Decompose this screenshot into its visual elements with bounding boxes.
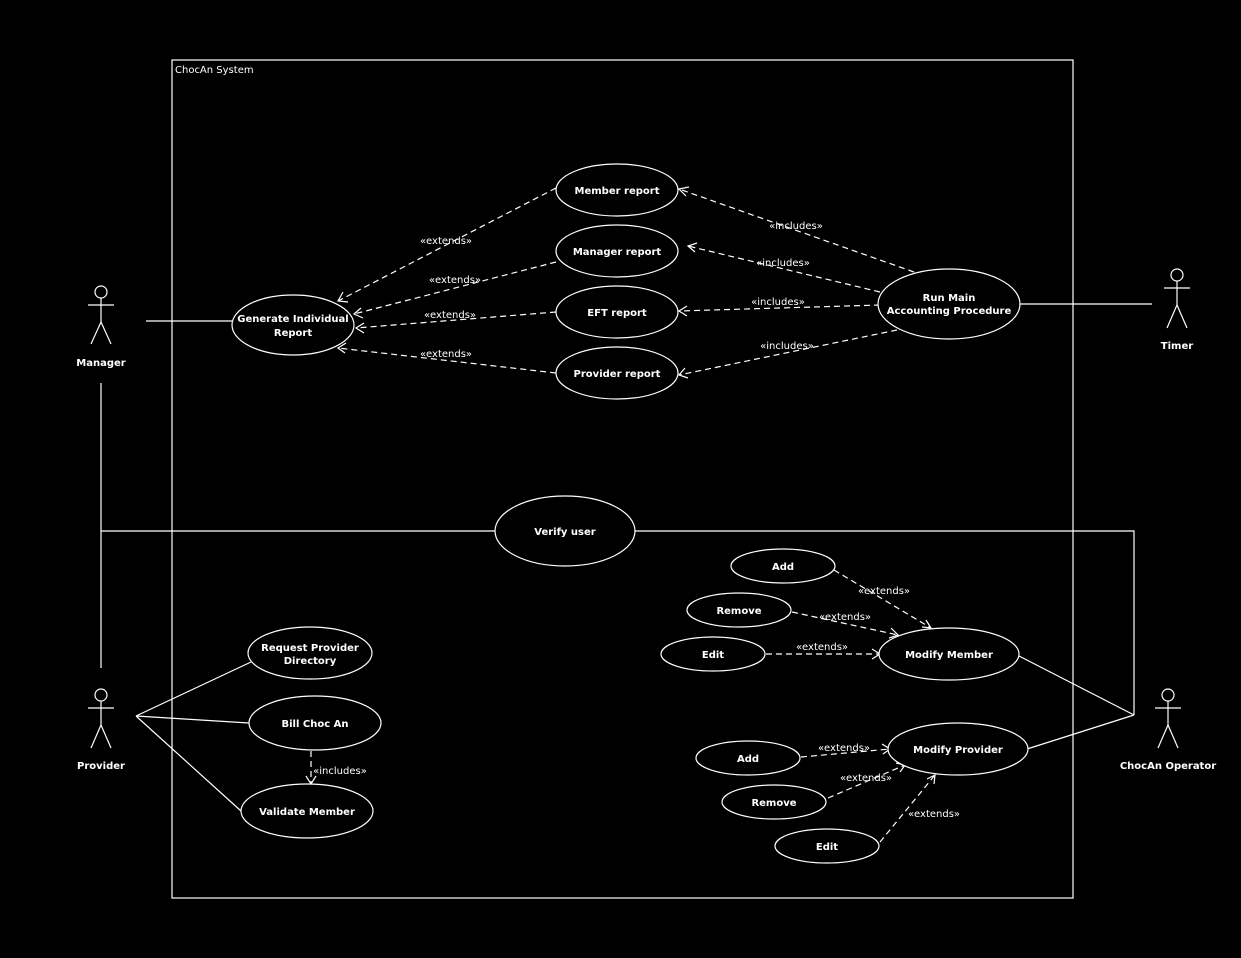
svg-text:Generate Individual: Generate Individual: [237, 314, 348, 325]
stick-figure-icon: [88, 285, 114, 345]
actor-timer[interactable]: Timer: [1161, 268, 1193, 352]
use-case-member-add[interactable]: Add: [730, 548, 836, 584]
use-case-provider-edit[interactable]: Edit: [774, 828, 880, 864]
extends-eft-report: [355, 311, 557, 329]
extends-provider-add: [800, 748, 891, 758]
label-includes-provider-report: «includes»: [760, 341, 814, 352]
svg-text:Directory: Directory: [284, 656, 337, 667]
extends-member-add: [833, 569, 932, 629]
assoc-verify-operator: [635, 530, 1135, 715]
use-case-modify-member[interactable]: Modify Member: [878, 627, 1020, 681]
label-extends-provider-edit: «extends»: [908, 809, 960, 820]
svg-text:Edit: Edit: [702, 650, 724, 661]
label-extends-member-add: «extends»: [858, 586, 910, 597]
svg-text:Member report: Member report: [575, 186, 660, 197]
use-case-run-main-accounting[interactable]: Run Main Accounting Procedure: [877, 268, 1021, 340]
use-case-member-report[interactable]: Member report: [555, 163, 679, 217]
arrowhead: [352, 307, 364, 319]
arrowhead: [921, 619, 933, 629]
svg-text:Accounting Procedure: Accounting Procedure: [887, 306, 1012, 317]
svg-text:Remove: Remove: [716, 606, 761, 617]
extends-manager-report: [353, 261, 557, 315]
label-includes-bill-validate: «includes»: [313, 766, 367, 777]
use-case-verify-user[interactable]: Verify user: [494, 495, 636, 567]
svg-text:Manager report: Manager report: [573, 247, 662, 258]
use-case-manager-report[interactable]: Manager report: [555, 224, 679, 278]
use-case-modify-provider[interactable]: Modify Provider: [887, 722, 1029, 776]
includes-manager-report: [687, 245, 881, 293]
svg-text:Add: Add: [772, 562, 794, 573]
assoc-provider-bill: [135, 715, 250, 724]
label-extends-eft-report: «extends»: [424, 310, 476, 321]
label-includes-manager-report: «includes»: [756, 258, 810, 269]
svg-text:Provider: Provider: [77, 761, 125, 772]
assoc-provider-validate: [135, 715, 242, 812]
svg-text:ChocAn Operator: ChocAn Operator: [1120, 761, 1216, 772]
stick-figure-icon: [1155, 688, 1181, 749]
arrowhead: [677, 305, 688, 317]
extends-member-remove: [791, 611, 899, 636]
label-extends-member-report: «extends»: [420, 236, 472, 247]
svg-text:Report: Report: [274, 328, 312, 339]
use-case-generate-individual-report[interactable]: Generate Individual Report: [231, 294, 355, 356]
arrowhead: [677, 367, 689, 379]
label-extends-provider-add: «extends»: [818, 743, 870, 754]
use-case-member-edit[interactable]: Edit: [660, 636, 766, 672]
system-boundary: [171, 59, 1074, 899]
label-extends-member-edit: «extends»: [796, 642, 848, 653]
svg-text:Timer: Timer: [1161, 341, 1193, 352]
svg-text:Validate Member: Validate Member: [259, 807, 355, 818]
svg-text:Request Provider: Request Provider: [261, 643, 359, 654]
use-case-member-remove[interactable]: Remove: [686, 592, 792, 628]
assoc-provider-request-directory: [135, 661, 252, 717]
system-boundary-label: ChocAn System: [175, 65, 254, 76]
assoc-operator-modify-member: [1018, 655, 1135, 716]
extends-member-report: [337, 187, 557, 302]
svg-text:EFT report: EFT report: [587, 308, 647, 319]
stick-figure-icon: [1164, 268, 1190, 329]
label-extends-manager-report: «extends»: [429, 275, 481, 286]
use-case-validate-member[interactable]: Validate Member: [240, 783, 374, 839]
svg-text:Modify Member: Modify Member: [905, 650, 993, 661]
use-case-provider-add[interactable]: Add: [695, 740, 801, 776]
arrowhead: [677, 186, 690, 197]
arrowhead: [686, 242, 698, 253]
arrowhead: [336, 342, 347, 354]
label-extends-provider-report: «extends»: [420, 349, 472, 360]
extends-provider-report: [337, 347, 557, 374]
arrowhead: [354, 322, 365, 334]
svg-text:Remove: Remove: [751, 798, 796, 809]
arrowhead: [888, 627, 900, 639]
svg-text:Bill Choc An: Bill Choc An: [282, 719, 349, 730]
use-case-request-provider-directory[interactable]: Request Provider Directory: [247, 626, 373, 680]
label-includes-eft-report: «includes»: [751, 297, 805, 308]
use-case-provider-remove[interactable]: Remove: [721, 784, 827, 820]
svg-text:Manager: Manager: [76, 358, 126, 369]
label-extends-provider-remove: «extends»: [840, 773, 892, 784]
actor-manager[interactable]: Manager: [76, 285, 126, 369]
extends-provider-remove: [827, 764, 906, 799]
includes-member-report: [678, 188, 915, 273]
use-case-eft-report[interactable]: EFT report: [555, 285, 679, 339]
svg-text:Add: Add: [737, 754, 759, 765]
arrowhead: [926, 773, 936, 785]
svg-text:Modify Provider: Modify Provider: [913, 745, 1003, 756]
svg-text:Edit: Edit: [816, 842, 838, 853]
arrowhead: [337, 291, 349, 303]
svg-text:Verify user: Verify user: [534, 527, 596, 538]
extends-provider-edit: [879, 774, 936, 843]
actor-provider[interactable]: Provider: [77, 688, 125, 772]
svg-text:Run Main: Run Main: [923, 293, 976, 304]
includes-provider-report: [678, 329, 898, 376]
label-extends-member-remove: «extends»: [819, 612, 871, 623]
stick-figure-icon: [88, 688, 114, 749]
includes-eft-report: [678, 304, 881, 312]
actor-chocan-operator[interactable]: ChocAn Operator: [1120, 688, 1216, 772]
assoc-operator-modify-provider: [1026, 714, 1135, 750]
use-case-bill-chocan[interactable]: Bill Choc An: [248, 695, 382, 751]
svg-text:Provider report: Provider report: [574, 369, 661, 380]
use-case-provider-report[interactable]: Provider report: [555, 346, 679, 400]
label-includes-member-report: «includes»: [769, 221, 823, 232]
